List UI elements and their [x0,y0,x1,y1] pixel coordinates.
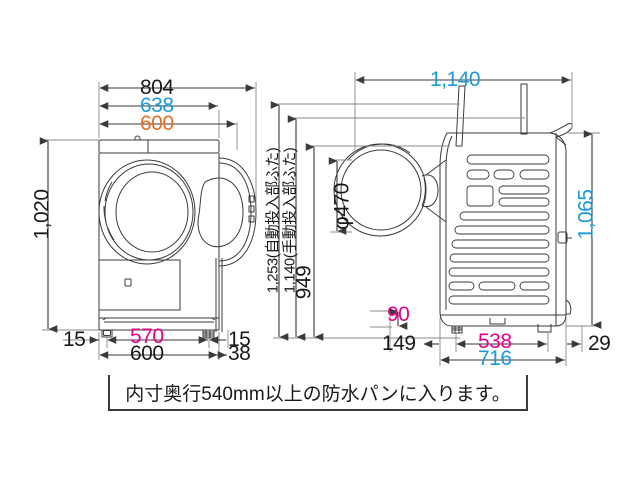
front-dim-638: 638 [140,94,174,117]
front-dim-15-left: 15 [63,328,86,351]
side-view-machine [333,83,573,334]
side-dim-538: 538 [478,330,512,353]
side-dim-90: 90 [387,303,410,326]
side-dim-149: 149 [382,332,416,355]
front-dim-570: 570 [130,325,164,348]
side-dim-716: 716 [478,347,512,370]
side-dim-1253-auto-lid: 1,253(自動投入部ふた) [264,147,282,294]
side-dim-1065: 1,065 [574,189,598,240]
note-text: 内寸奥行540mm以上の防水パンに入ります。 [125,383,511,405]
front-dim-804: 804 [140,76,174,99]
side-dim-phi470: φ470 [330,183,354,230]
front-dim-38: 38 [228,342,251,365]
front-dim-600-top: 600 [140,112,174,135]
front-dim-600-bottom: 600 [130,342,164,365]
note-box: 内寸奥行540mm以上の防水パンに入ります。 [108,375,528,411]
front-view-machine [98,135,257,339]
front-dim-15-right: 15 [228,328,251,351]
side-dim-949: 949 [292,265,316,300]
side-dim-1140-top: 1,140 [430,68,481,91]
side-view-dimension-lines [273,72,600,366]
front-dim-1020: 1,020 [30,189,54,240]
side-dim-29: 29 [588,332,611,355]
side-view-dimension-arrows [270,76,602,364]
front-view-dimension-arrows [39,84,255,359]
